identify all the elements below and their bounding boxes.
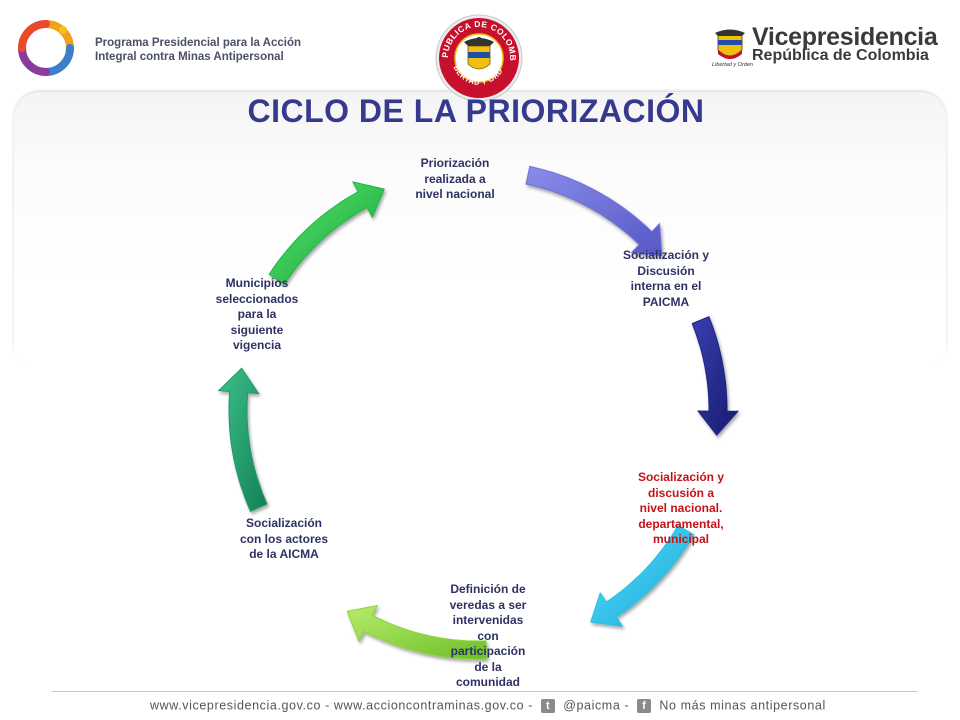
cycle-arrow-3 <box>590 524 695 627</box>
node-line: participación <box>450 644 526 658</box>
paicma-logo <box>18 20 74 76</box>
node-line: siguiente <box>230 322 284 337</box>
footer-separator: - <box>528 698 534 713</box>
vp-motto: Libertad y Orden <box>712 62 753 68</box>
node-line: Socialización y <box>622 248 710 262</box>
node-line: vigencia <box>232 338 282 352</box>
facebook-icon[interactable]: f <box>637 698 652 713</box>
footer-facebook-page[interactable]: No más minas antipersonal <box>659 698 826 713</box>
footer-twitter-handle[interactable]: @paicma <box>563 698 621 713</box>
cycle-arrow-2 <box>691 316 740 436</box>
vp-title: Vicepresidencia <box>752 23 938 51</box>
frame-fade <box>14 300 946 380</box>
node-line: realizada a <box>424 171 486 186</box>
footer-link-accioncontraminas[interactable]: www.accioncontraminas.gov.co <box>333 698 525 713</box>
node-line: de la <box>474 659 502 674</box>
program-line1: Programa Presidencial para la Acción <box>95 37 302 49</box>
page-title: CICLO DE LA PRIORIZACIÓN <box>247 93 705 129</box>
cycle-arrow-4 <box>346 604 488 660</box>
node-line: de la AICMA <box>249 547 319 561</box>
node-line: Municipios <box>225 276 289 290</box>
node-line: con los actores <box>239 531 329 546</box>
footer: www.vicepresidencia.gov.co - www.accionc… <box>150 698 826 713</box>
footer-separator: - <box>325 698 330 713</box>
program-name: Programa Presidencial para la Acción Int… <box>95 36 301 64</box>
node-line: con <box>477 628 499 643</box>
node-line: seleccionados <box>215 291 299 306</box>
node-line: PAICMA <box>642 294 690 309</box>
node-line: para la <box>237 307 277 321</box>
cycle-node-socializacion-paicma: Socialización y Discusión interna en el … <box>606 248 726 310</box>
node-line: Discusión <box>637 263 695 278</box>
node-line: municipal <box>652 532 709 546</box>
cycle-node-definicion-veredas: Definición de veredas a ser intervenidas… <box>430 582 546 691</box>
twitter-icon[interactable]: t <box>541 698 556 713</box>
node-line: Socialización y <box>637 470 725 484</box>
footer-link-vicepresidencia[interactable]: www.vicepresidencia.gov.co <box>150 698 321 713</box>
footer-separator: - <box>624 698 630 713</box>
cycle-node-municipios: Municipios seleccionados para la siguien… <box>197 276 317 354</box>
node-line: intervenidas <box>452 613 524 627</box>
node-line: Socialización <box>245 516 323 530</box>
node-line: nivel nacional <box>415 187 495 201</box>
cycle-arrow-1 <box>525 165 663 257</box>
node-line: interna en el <box>630 279 702 293</box>
node-line: comunidad <box>455 675 520 689</box>
cycle-node-socializacion-nacional: Socialización y discusión a nivel nacion… <box>619 470 743 548</box>
cycle-node-priorizacion: Priorización realizada a nivel nacional <box>395 156 515 203</box>
node-line: nivel nacional. <box>639 501 723 515</box>
node-line: veredas a ser <box>449 597 527 612</box>
program-line2: Integral contra Minas Antipersonal <box>95 51 284 63</box>
node-line: departamental, <box>638 516 724 531</box>
vp-shield-icon <box>715 29 745 59</box>
node-line: Priorización <box>420 156 490 170</box>
cycle-arrow-5 <box>217 367 268 512</box>
node-line: discusión a <box>647 485 715 500</box>
cycle-node-socializacion-aicma: Socialización con los actores de la AICM… <box>224 516 344 563</box>
cycle-arrow-6 <box>268 181 385 285</box>
colombia-seal: REPUBLICA DE COLOMBIA LIBERTAD Y ORDEN <box>434 12 523 102</box>
footer-divider <box>52 691 918 692</box>
vp-subtitle: República de Colombia <box>752 47 929 64</box>
node-line: Definición de <box>450 582 526 596</box>
